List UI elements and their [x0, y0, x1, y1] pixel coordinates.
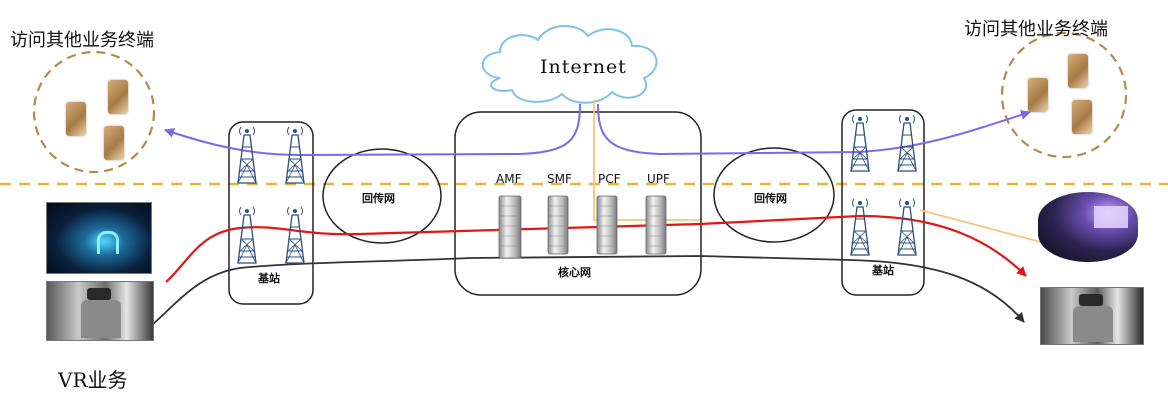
phone-icon [104, 126, 124, 160]
vr-player-image-right [1040, 287, 1144, 345]
smf-server-icon [547, 195, 569, 255]
right-terminal-group [1000, 31, 1128, 159]
pcf-label: PCF [598, 172, 621, 186]
yellow-path-right [919, 209, 1049, 245]
access-other-terminals-left-label: 访问其他业务终端 [10, 30, 154, 51]
red-path [165, 214, 1027, 283]
backhaul-left-label: 回传网 [362, 192, 395, 205]
black-path [151, 255, 1025, 326]
base-station-left-label: 基站 [258, 272, 280, 285]
phone-icon [66, 102, 86, 136]
vr-service-label: VR业务 [58, 368, 128, 392]
core-network-box [454, 111, 702, 296]
internet-label: Internet [540, 56, 627, 78]
phone-icon [1028, 78, 1048, 112]
cinema-image [1038, 192, 1138, 262]
vr-tunnel-image [46, 202, 152, 274]
phone-icon [1072, 100, 1092, 134]
backhaul-right-label: 回传网 [754, 192, 787, 205]
phone-icon [1068, 54, 1088, 88]
phone-icon [108, 80, 128, 114]
base-station-right-label: 基站 [872, 264, 894, 277]
left-base-station-box [228, 121, 314, 305]
vr-player-image-left [46, 281, 154, 341]
core-network-label: 核心网 [558, 266, 591, 279]
internet-cloud [481, 24, 658, 104]
right-backhaul-ellipse [713, 147, 835, 243]
left-terminal-group [32, 50, 156, 174]
smf-label: SMF [547, 172, 572, 186]
base-station-tower-icon [237, 126, 257, 184]
upf-label: UPF [647, 172, 670, 186]
upf-server-icon [645, 195, 667, 255]
right-base-station-box [841, 109, 925, 296]
pcf-server-icon [596, 195, 618, 255]
access-other-terminals-right-label: 访问其他业务终端 [964, 19, 1108, 40]
amf-server-icon [498, 195, 522, 259]
left-backhaul-ellipse [322, 148, 442, 244]
amf-label: AMF [496, 172, 522, 186]
